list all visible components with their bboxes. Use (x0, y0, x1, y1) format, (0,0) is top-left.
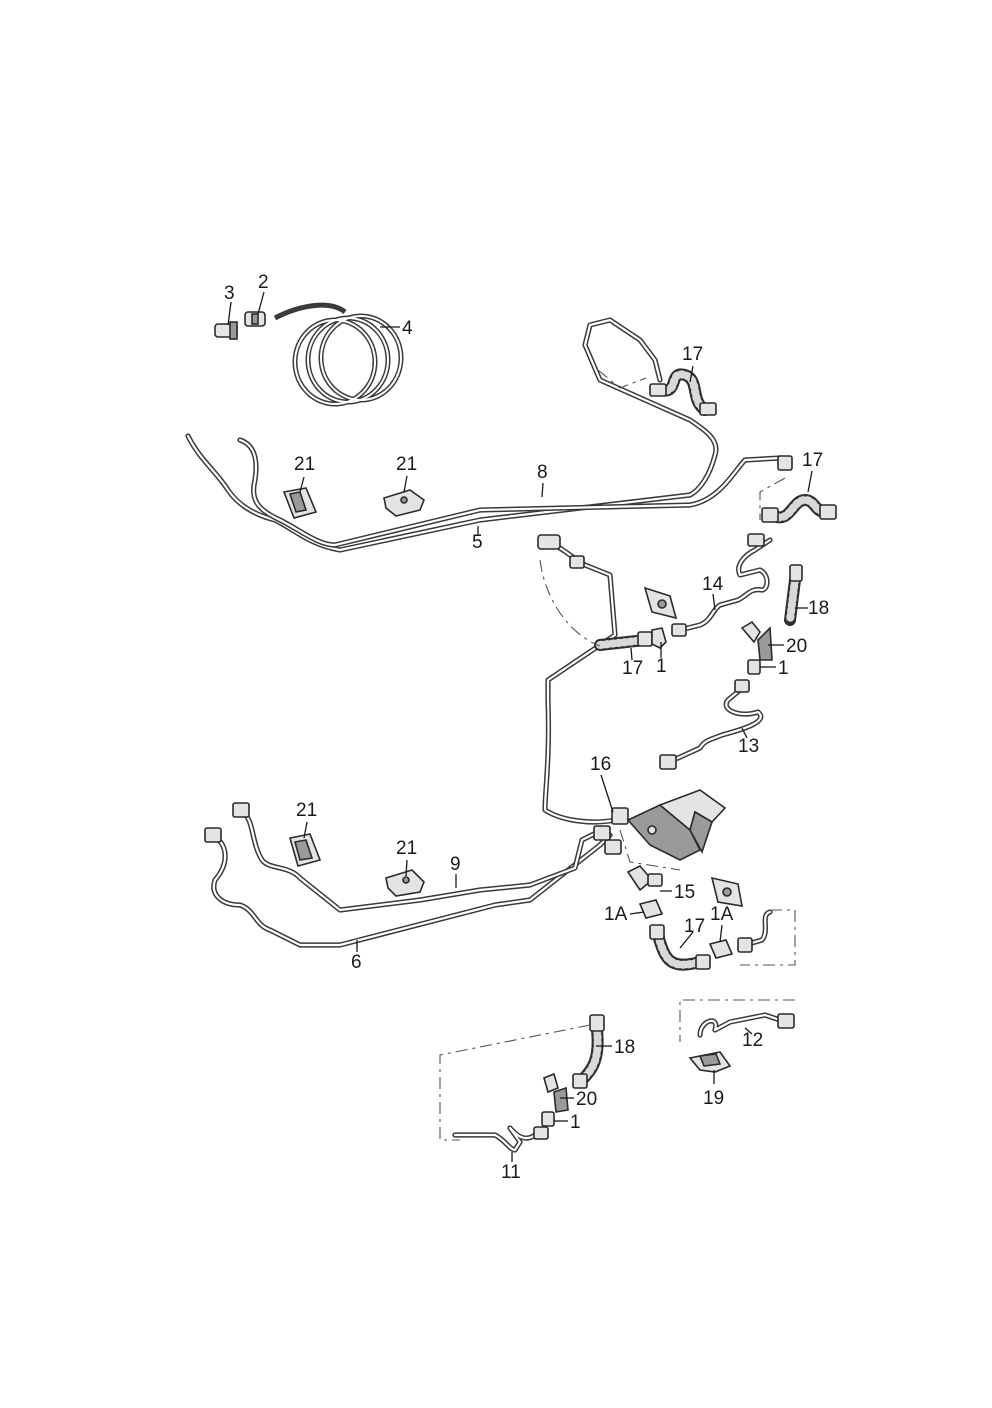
callout-9: 9 (450, 854, 461, 875)
brake-hose-18-lower (572, 1014, 605, 1089)
brake-pipe-lower-6 (204, 827, 622, 948)
callout-4: 4 (402, 318, 413, 339)
callout-1A: 1A (710, 904, 734, 925)
brake-pipe-13 (659, 679, 764, 770)
callout-1A: 1A (604, 904, 628, 925)
brake-hose-right (761, 455, 837, 524)
retaining-clip-middle (651, 627, 667, 649)
callout-16: 16 (590, 754, 611, 775)
brake-pipe-11 (452, 1125, 549, 1153)
union-1-upper (747, 659, 761, 675)
callout-18: 18 (808, 598, 829, 619)
group-lines (439, 369, 796, 1141)
callout-14: 14 (702, 574, 724, 595)
callout-20: 20 (576, 1089, 597, 1110)
callout-3: 3 (224, 283, 235, 304)
callout-18: 18 (614, 1037, 635, 1058)
leader-lines (227, 291, 813, 1162)
connector-16 (611, 807, 629, 825)
plug-fitting (214, 321, 238, 340)
brake-pipe-14 (671, 533, 773, 637)
callout-21: 21 (396, 838, 417, 859)
callout-1: 1 (570, 1112, 581, 1133)
brake-pipe-lower-right (737, 909, 773, 953)
brake-hose-lower-17 (649, 924, 711, 971)
clip-1A-right (708, 939, 734, 959)
callout-15: 15 (674, 882, 695, 903)
callout-8: 8 (537, 462, 548, 483)
callout-6: 6 (351, 952, 362, 973)
callout-21: 21 (396, 454, 417, 475)
callout-17: 17 (684, 916, 705, 937)
brake-pipe-lower-9 (232, 802, 611, 913)
callout-21: 21 (294, 454, 315, 475)
callout-17: 17 (802, 450, 823, 471)
callout-2: 2 (258, 272, 269, 293)
brake-pipe-middle (537, 534, 623, 825)
pipe-clip-lower-left (288, 833, 322, 867)
brake-hose-top (649, 368, 717, 416)
callout-1: 1 (778, 658, 789, 679)
spring-clip-20-lower (543, 1072, 569, 1113)
callout-11: 11 (501, 1162, 521, 1183)
callout-13: 13 (738, 736, 759, 757)
callout-21: 21 (296, 800, 317, 821)
callout-5: 5 (472, 532, 483, 553)
coiled-brake-pipe (273, 302, 404, 407)
spring-clip-20-upper (740, 620, 773, 661)
pipe-clip-upper-left (282, 487, 318, 519)
brake-pipe-upper-rear (237, 437, 783, 548)
brake-hose-18-upper (784, 564, 803, 626)
bracket-15 (626, 865, 663, 892)
callouts: 3 2 4 17 21 21 8 17 5 14 18 20 1 17 1 13… (224, 272, 829, 1183)
mounting-plate-lower (710, 876, 743, 907)
brake-pipe-upper-front (185, 317, 719, 553)
callout-20: 20 (786, 636, 807, 657)
pipe-clip-lower-right (385, 869, 425, 897)
mounting-plate-upper (643, 586, 678, 620)
callout-19: 19 (703, 1088, 724, 1109)
pipe-clip-upper-right (383, 489, 425, 517)
union-1-lower (541, 1111, 555, 1127)
callout-17: 17 (682, 344, 703, 365)
callout-1: 1 (656, 656, 667, 677)
union-fitting (244, 311, 266, 327)
callout-17: 17 (622, 658, 643, 679)
callout-12: 12 (742, 1030, 763, 1051)
brake-pipe-12 (697, 1012, 795, 1038)
clip-19 (688, 1051, 732, 1073)
hydraulic-unit-bracket (626, 789, 727, 861)
brake-hose-middle (594, 631, 653, 651)
clip-1A-left (638, 899, 664, 919)
